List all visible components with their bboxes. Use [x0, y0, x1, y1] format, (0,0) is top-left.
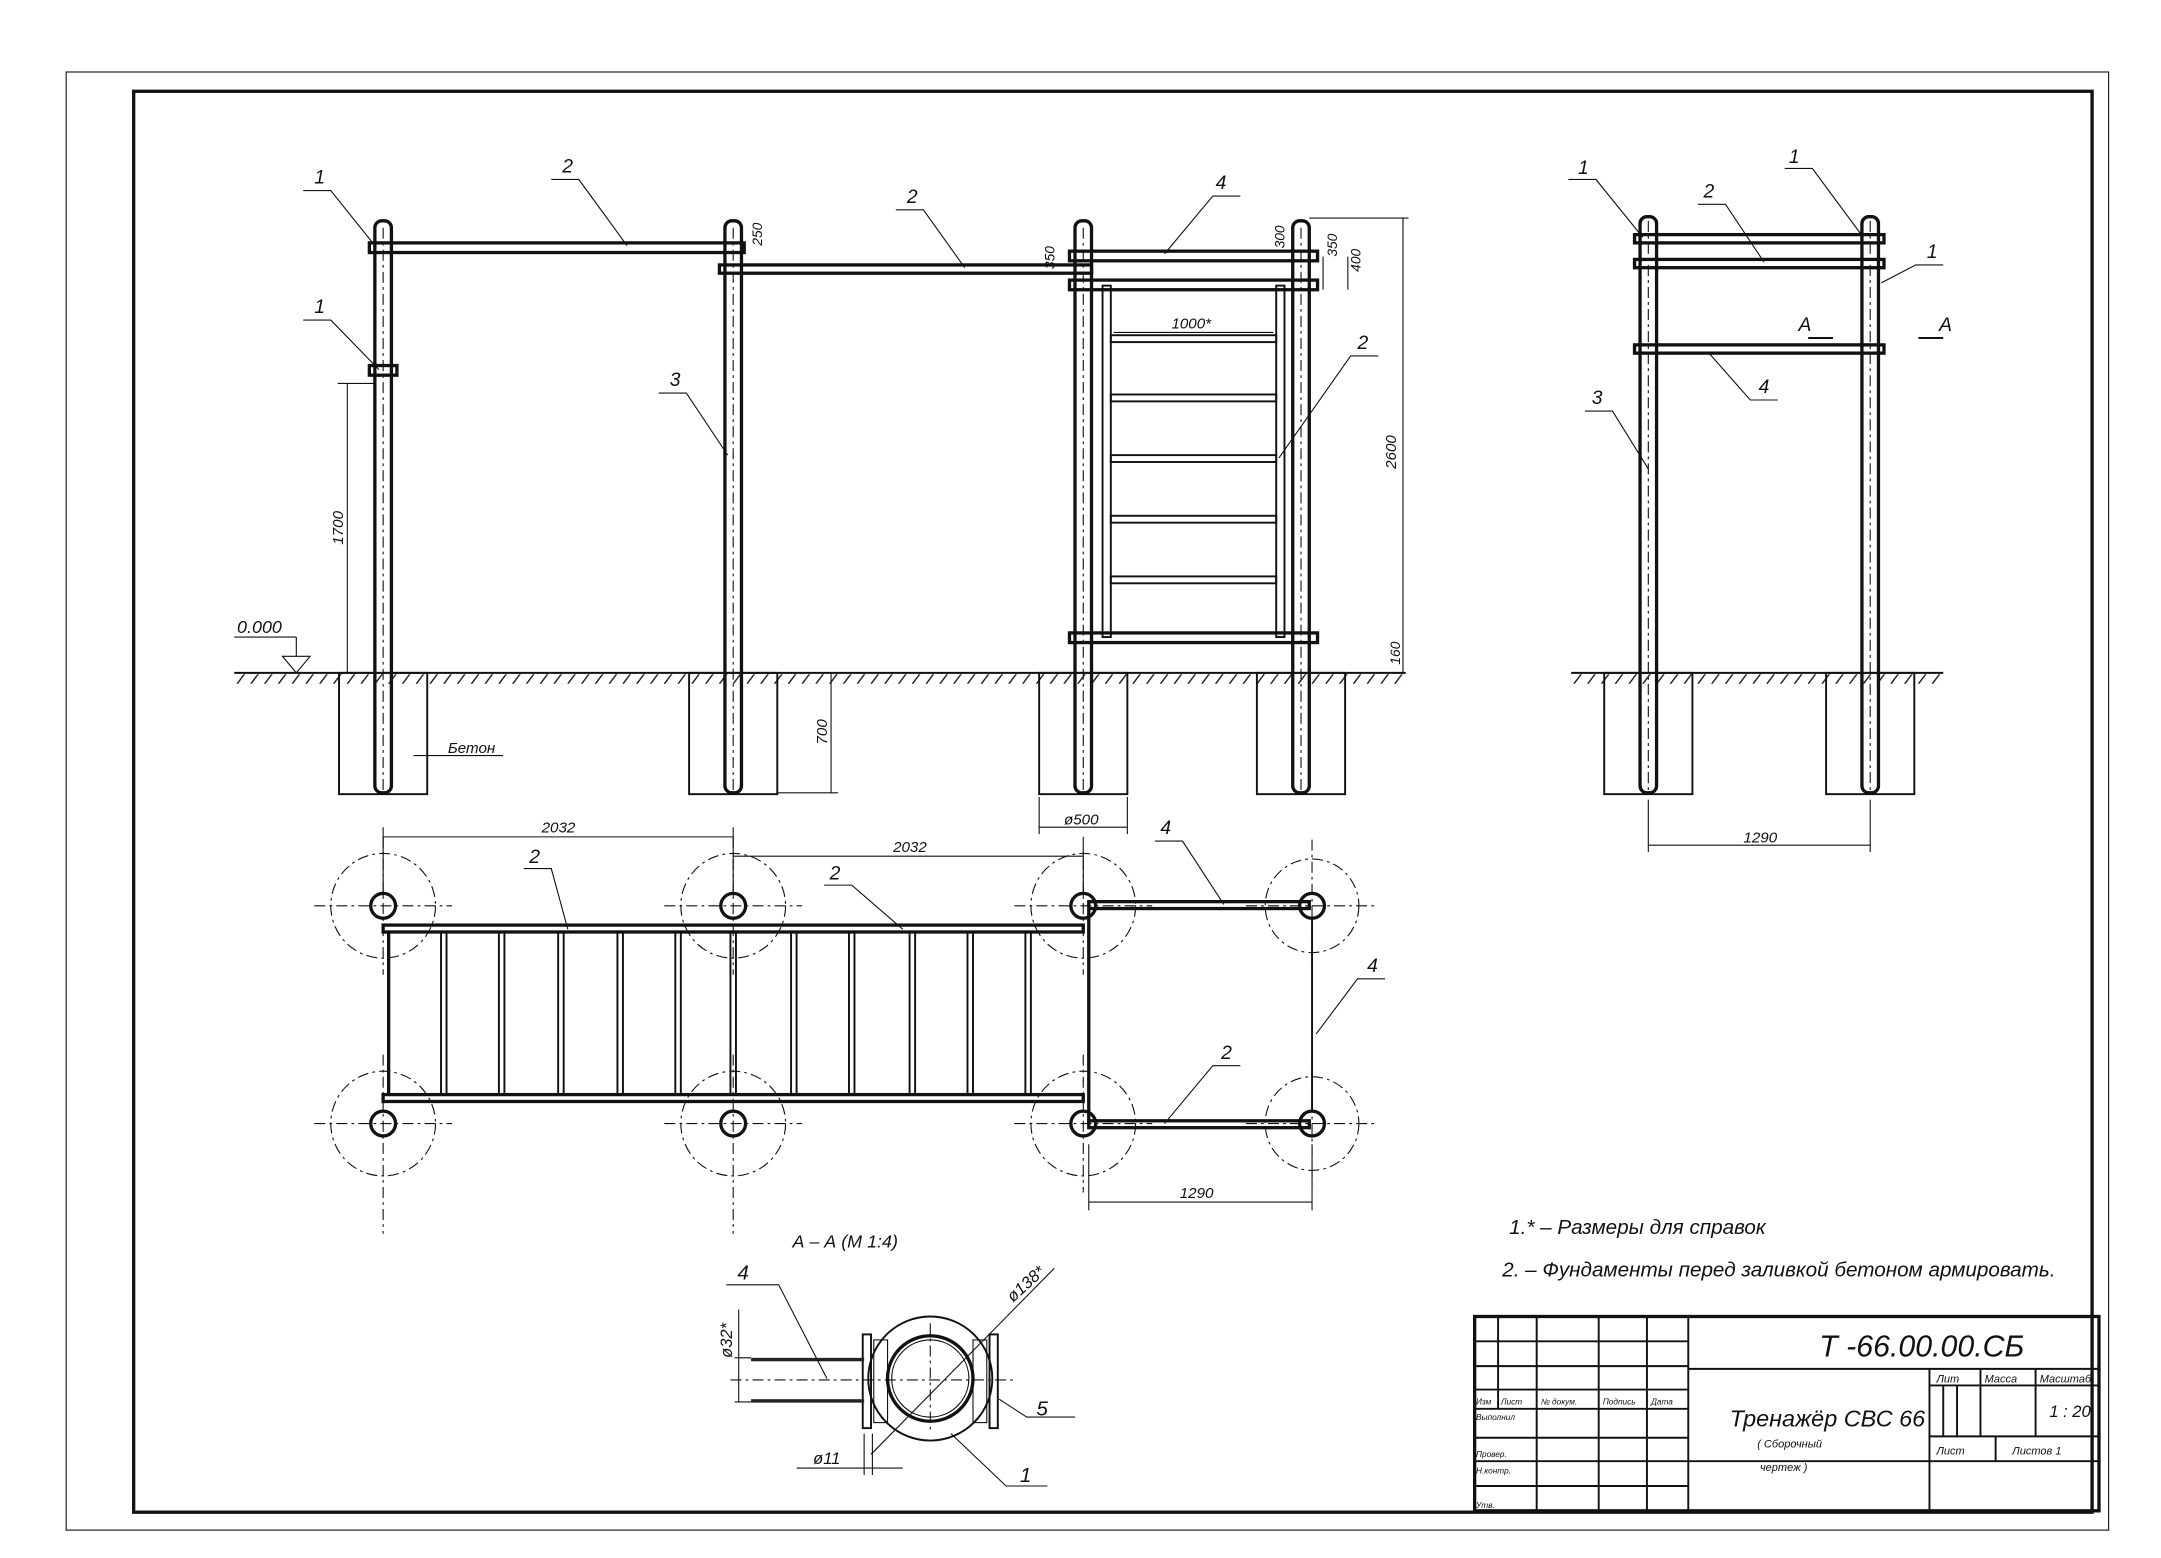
svg-text:Изм: Изм: [1476, 1398, 1492, 1407]
posts: [373, 219, 1311, 795]
plan-view: 2032 2032 1290 2 2 4 4 2: [314, 818, 1386, 1234]
scale-value: 1 : 20: [2049, 1402, 2091, 1421]
svg-text:1: 1: [314, 297, 325, 318]
note-1: 1.* – Размеры для справок: [1509, 1216, 1767, 1239]
dim-1000: 1000*: [1171, 315, 1212, 332]
title-block: Изм Лист № докум. Подпись Дата Выполнил …: [1473, 1314, 2101, 1513]
svg-text:4: 4: [1759, 377, 1770, 398]
horizontal-bars: [367, 241, 1320, 645]
svg-text:3: 3: [1592, 388, 1603, 409]
scale-label: Масштаб: [2040, 1374, 2092, 1386]
svg-text:2: 2: [528, 847, 540, 868]
title-block-header: Изм Лист № докум. Подпись Дата Выполнил …: [1475, 1398, 1673, 1510]
svg-text:4: 4: [1367, 956, 1378, 977]
dim-250: 250: [750, 222, 765, 246]
plan-callouts: 2 2 4 4 2: [523, 818, 1386, 1124]
section-a-a: А – А (М 1:4) ø138* ø32* ø11 4 5 1: [717, 1232, 1075, 1487]
svg-text:№ докум.: № докум.: [1541, 1398, 1577, 1407]
svg-text:4: 4: [737, 1261, 749, 1284]
dim-2600: 2600: [1383, 435, 1400, 470]
dim-2032-left: 2032: [541, 820, 576, 837]
section-title: А – А (М 1:4): [791, 1232, 897, 1252]
paper-border: [65, 71, 2110, 1531]
mass-label: Масса: [1985, 1374, 2018, 1386]
dim-500: ø500: [1064, 811, 1099, 828]
side-view: 1290 А А 1 1 2 1 3 4: [1568, 147, 1952, 853]
svg-text:4: 4: [1216, 173, 1227, 194]
svg-text:2: 2: [1702, 181, 1714, 202]
dim-1290-plan: 1290: [1180, 1185, 1214, 1202]
svg-text:3: 3: [670, 370, 681, 391]
drawing-designation: Т -66.00.00.СБ: [1819, 1330, 2024, 1363]
section-mark-right: А: [1938, 315, 1952, 336]
foundations: [338, 671, 1347, 796]
svg-text:2: 2: [906, 187, 918, 208]
plan-rungs: [440, 931, 1032, 1096]
svg-text:Утв.: Утв.: [1475, 1501, 1495, 1510]
dim-11: ø11: [813, 1449, 840, 1468]
concrete-label: Бетон: [448, 740, 496, 757]
level-mark: 0.000: [237, 617, 282, 637]
dim-350-left: 350: [1042, 246, 1057, 269]
sheets-count: Листов 1: [2011, 1445, 2061, 1457]
sheet-label: Лист: [1935, 1445, 1964, 1457]
svg-text:2: 2: [1220, 1043, 1232, 1064]
svg-text:2: 2: [561, 157, 573, 178]
dim-400: 400: [1348, 249, 1363, 272]
svg-text:Провер.: Провер.: [1476, 1450, 1507, 1459]
front-view: 0.000 Бетон 1700 700 ø500 1000* 2600 250…: [234, 157, 1409, 835]
svg-text:Выполнил: Выполнил: [1476, 1413, 1515, 1422]
drawing-subtitle: ( Сборочный: [1757, 1438, 1822, 1450]
svg-text:2: 2: [829, 864, 841, 885]
dim-32: ø32*: [717, 1322, 736, 1357]
svg-text:1: 1: [1578, 158, 1589, 179]
section-mark-left: А: [1798, 315, 1812, 336]
dim-138: ø138*: [1003, 1262, 1049, 1306]
dim-1700: 1700: [330, 510, 347, 544]
dim-700: 700: [814, 719, 831, 745]
svg-text:Лист: Лист: [1500, 1398, 1522, 1407]
lit-label: Лит: [1935, 1374, 1959, 1386]
svg-text:1: 1: [1020, 1464, 1031, 1487]
drawing-title: Тренажёр СВС 66: [1730, 1406, 1927, 1432]
svg-text:5: 5: [1036, 1398, 1048, 1421]
svg-text:4: 4: [1160, 818, 1171, 839]
dim-350-right: 350: [1325, 233, 1340, 256]
post-footprints: [314, 836, 1379, 1234]
svg-text:1: 1: [1927, 242, 1938, 263]
svg-text:Дата: Дата: [1650, 1398, 1673, 1407]
front-callouts: 1 1 2 2 3 4 2: [303, 157, 1379, 459]
drawing-subtitle-2: чертеж ): [1760, 1462, 1808, 1474]
ladder: [1101, 284, 1286, 639]
svg-text:1: 1: [1789, 147, 1800, 168]
svg-text:1: 1: [314, 168, 325, 189]
side-callouts: 1 1 2 1 3 4: [1568, 147, 1944, 470]
svg-text:Подпись: Подпись: [1603, 1398, 1636, 1407]
dim-2032-right: 2032: [892, 839, 927, 856]
dim-160: 160: [1388, 641, 1403, 664]
drawing-frame: [132, 89, 2094, 1514]
svg-text:Н.контр.: Н.контр.: [1476, 1467, 1511, 1476]
note-2: 2. – Фундаменты перед заливкой бетоном а…: [1501, 1259, 2055, 1282]
dim-1290-side: 1290: [1743, 829, 1777, 846]
svg-text:2: 2: [1357, 333, 1369, 354]
dim-300: 300: [1272, 225, 1287, 248]
